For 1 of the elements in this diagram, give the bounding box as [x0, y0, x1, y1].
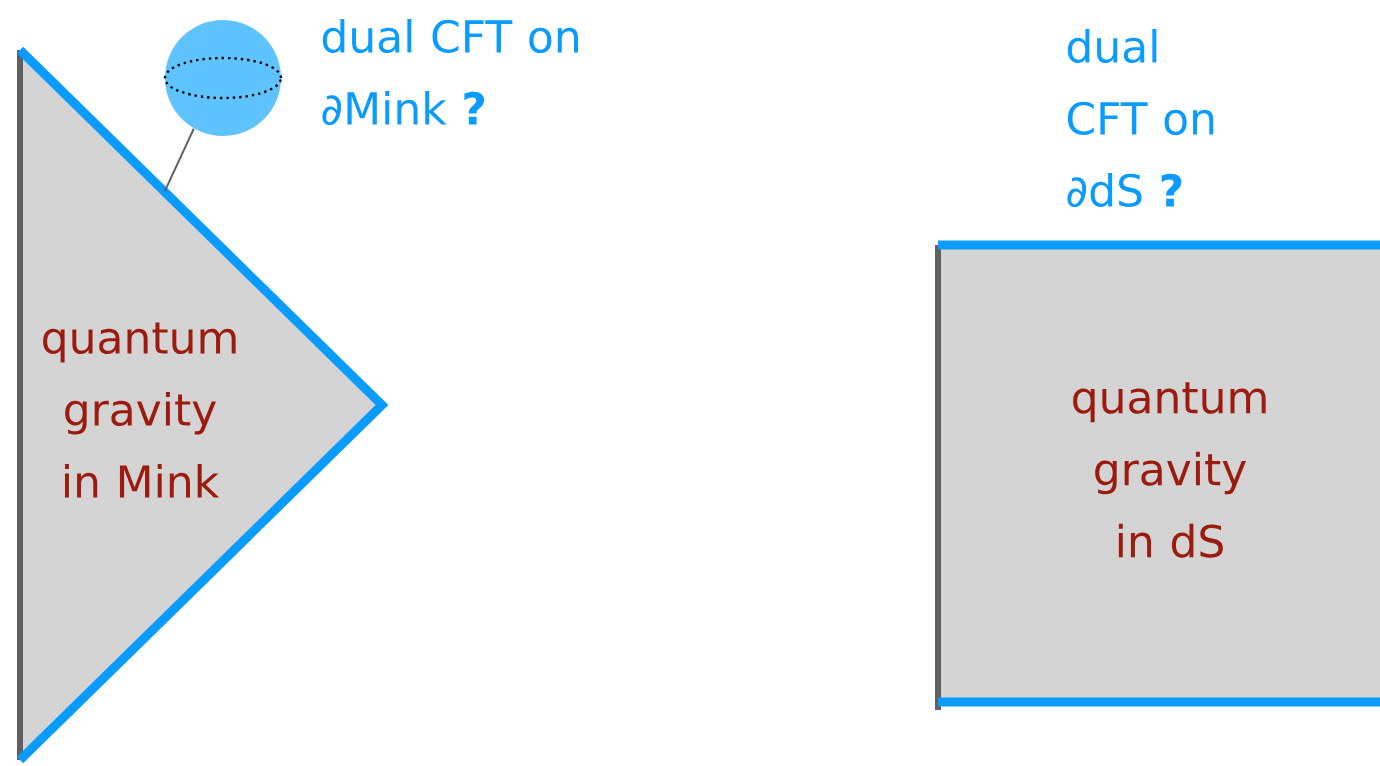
caption-text: dual CFT on ∂Mink ?: [322, 18, 578, 126]
